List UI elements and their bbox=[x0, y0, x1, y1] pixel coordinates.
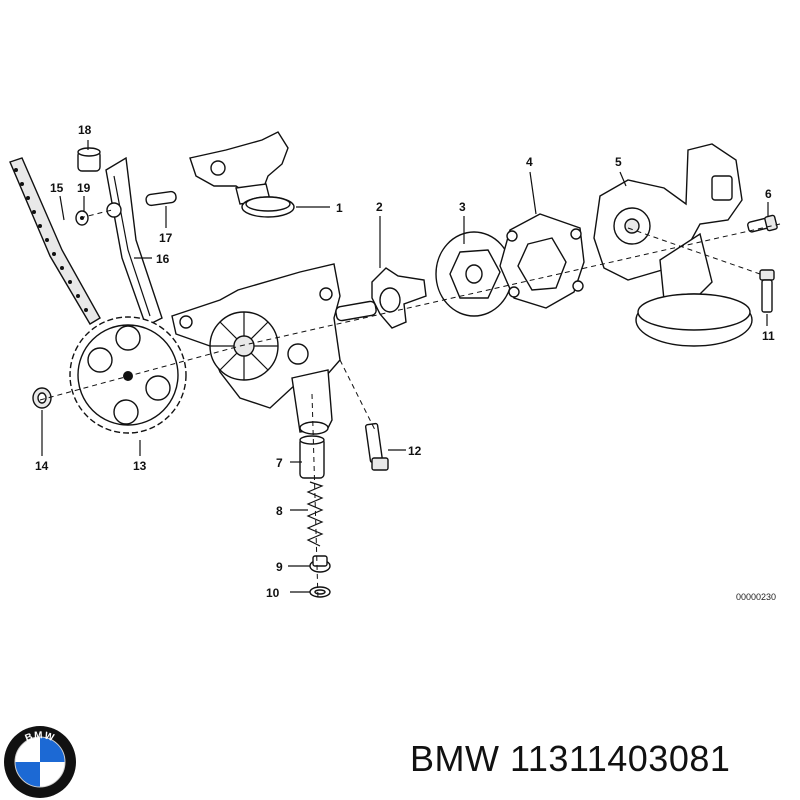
relief-valve-piston bbox=[299, 435, 325, 479]
sprocket-gear bbox=[69, 316, 187, 434]
assembly-axis-lines bbox=[39, 209, 781, 601]
circlip bbox=[309, 586, 331, 598]
oil-pump-housing bbox=[171, 263, 341, 435]
part-number: 11311403081 bbox=[510, 738, 731, 779]
part-label-10: 10 bbox=[266, 586, 280, 600]
part-caption: BMW 11311403081 bbox=[410, 738, 730, 780]
drive-shaft bbox=[335, 267, 427, 329]
part-label-16: 16 bbox=[156, 252, 170, 266]
part-label-18: 18 bbox=[78, 123, 92, 137]
part-label-13: 13 bbox=[133, 459, 147, 473]
part-label-12: 12 bbox=[408, 444, 422, 458]
part-label-6: 6 bbox=[765, 187, 772, 201]
oil-strainer-assembly bbox=[189, 131, 295, 218]
part-label-7: 7 bbox=[276, 456, 283, 470]
pump-cover-plate bbox=[499, 213, 585, 309]
timing-chain bbox=[9, 157, 101, 325]
part-label-1: 1 bbox=[336, 201, 343, 215]
part-label-5: 5 bbox=[615, 155, 622, 169]
part-label-2: 2 bbox=[376, 200, 383, 214]
bolt-housing bbox=[364, 422, 389, 471]
leader-lines bbox=[41, 140, 769, 593]
chain-guide-rail bbox=[105, 156, 163, 327]
spring-cap bbox=[309, 555, 331, 573]
diagram-reference-code: 00000230 bbox=[736, 592, 776, 602]
part-label-14: 14 bbox=[35, 459, 49, 473]
part-label-9: 9 bbox=[276, 560, 283, 574]
part-label-8: 8 bbox=[276, 504, 283, 518]
bushing bbox=[77, 147, 101, 172]
pump-rotor bbox=[435, 231, 513, 317]
part-label-15: 15 bbox=[50, 181, 64, 195]
part-label-19: 19 bbox=[77, 181, 91, 195]
pump-with-pickup bbox=[593, 143, 753, 347]
bmw-logo: BMW bbox=[4, 726, 76, 798]
part-labels: 1 2 3 4 5 6 7 8 9 10 11 12 13 14 15 16 1… bbox=[35, 123, 775, 600]
svg-text:BMW: BMW bbox=[24, 730, 57, 744]
guide-pin bbox=[145, 190, 177, 207]
brand-name: BMW bbox=[410, 738, 500, 779]
bolt-long-vertical bbox=[759, 269, 775, 313]
part-label-4: 4 bbox=[526, 155, 533, 169]
part-label-3: 3 bbox=[459, 200, 466, 214]
part-label-11: 11 bbox=[762, 329, 775, 343]
part-label-17: 17 bbox=[159, 231, 173, 245]
sprocket-nut bbox=[32, 387, 52, 409]
